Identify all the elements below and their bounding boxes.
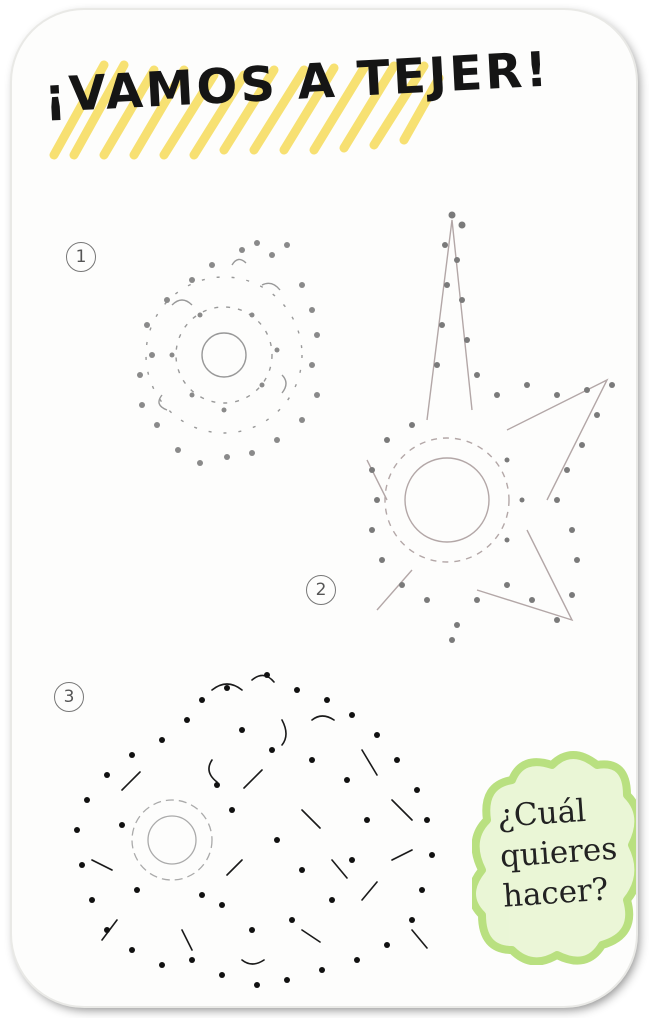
pattern-2-diagram[interactable] bbox=[357, 200, 636, 645]
card: ¡VAMOS A TEJER! 1 bbox=[12, 10, 636, 1006]
cloud-question: ¿Cuál quieres hacer? bbox=[496, 787, 636, 916]
pattern-number-2: 2 bbox=[306, 575, 336, 605]
pattern-number-1: 1 bbox=[66, 242, 96, 272]
pattern-3-diagram[interactable] bbox=[62, 660, 452, 995]
title-area: ¡VAMOS A TEJER! bbox=[44, 60, 444, 160]
pattern-1-diagram[interactable] bbox=[112, 225, 342, 475]
